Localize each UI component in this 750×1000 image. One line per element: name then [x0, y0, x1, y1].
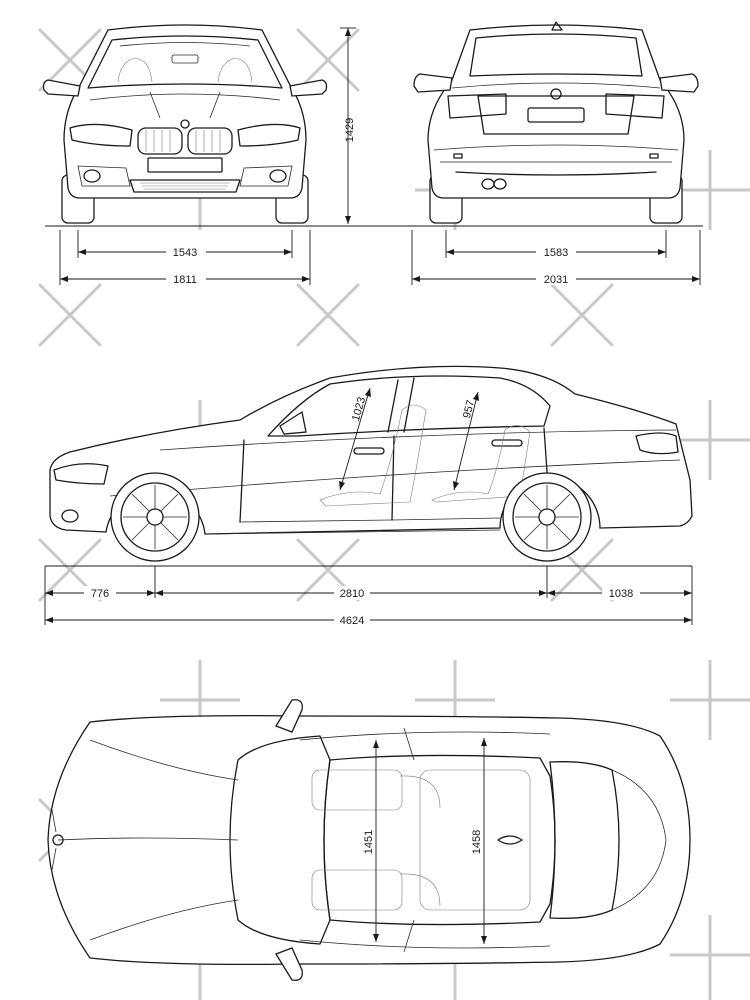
dimension-rear-headroom: 957 — [453, 391, 479, 491]
width-with-mirrors-label: 2031 — [544, 274, 568, 286]
dimension-width: 1811 — [59, 230, 311, 286]
dimension-wheelbase: 2810 — [155, 586, 547, 600]
dimension-width-with-mirrors: 2031 — [411, 230, 701, 286]
rear-track-label: 1583 — [544, 247, 568, 259]
dimension-rear-shoulder-width: 1458 — [471, 738, 487, 944]
dimension-front-overhang: 776 — [45, 586, 155, 600]
dimension-front-shoulder-width: 1451 — [363, 740, 379, 942]
front-overhang-label: 776 — [91, 588, 109, 600]
top-view — [47, 699, 691, 981]
height-label: 1429 — [344, 118, 356, 142]
watermark-cross — [38, 283, 102, 347]
rear-headroom-label: 957 — [461, 399, 477, 420]
front-wheel — [110, 472, 200, 562]
dimension-rear-track: 1583 — [445, 230, 667, 259]
watermark-plus — [670, 400, 750, 480]
watermark-cross — [550, 283, 614, 347]
watermark-cross — [296, 28, 360, 92]
watermark-plus — [670, 660, 750, 740]
side-view-ground — [44, 565, 693, 625]
rear-view — [413, 21, 699, 224]
length-label: 4624 — [340, 615, 364, 627]
dimension-front-track: 1543 — [77, 230, 293, 259]
watermark-plus — [670, 150, 750, 230]
watermark-cross — [296, 283, 360, 347]
width-label: 1811 — [173, 274, 197, 286]
dimension-rear-overhang: 1038 — [547, 586, 692, 600]
side-view — [49, 365, 693, 562]
dimension-height: 1429 — [340, 27, 356, 224]
wheelbase-label: 2810 — [340, 588, 364, 600]
rear-shoulder-width-label: 1458 — [471, 830, 483, 854]
watermark-plus — [670, 915, 750, 1000]
front-shoulder-width-label: 1451 — [363, 830, 375, 854]
front-view — [42, 24, 328, 224]
rear-overhang-label: 1038 — [609, 588, 633, 600]
dimension-length: 4624 — [45, 613, 692, 627]
front-track-label: 1543 — [173, 247, 197, 259]
rear-wheel — [502, 472, 592, 562]
